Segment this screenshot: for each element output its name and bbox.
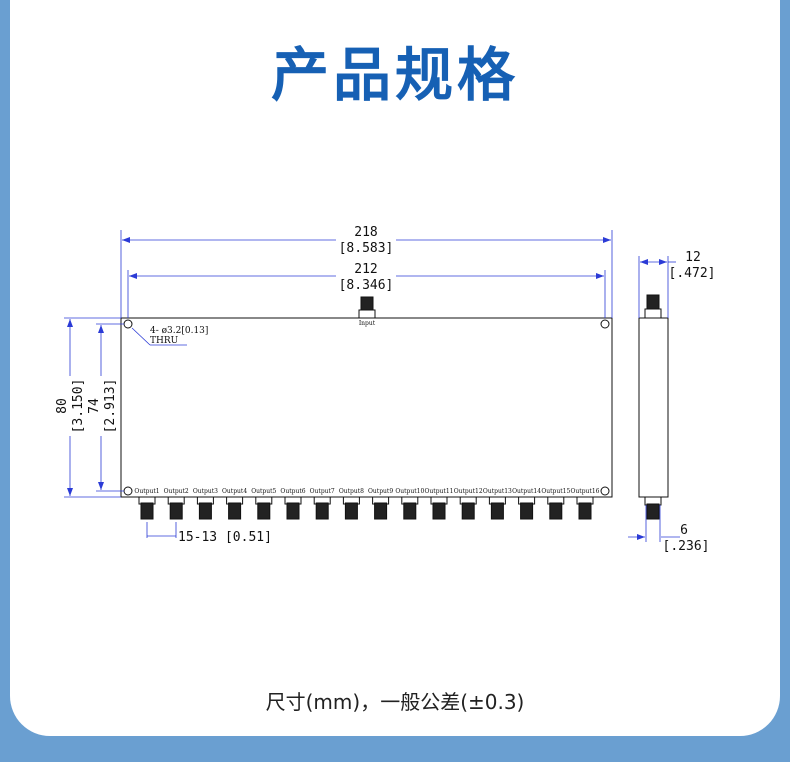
output-connector (372, 496, 390, 520)
output-connector (138, 496, 156, 520)
connector-depth-inch-label: [.236] (663, 539, 710, 554)
output-connector (459, 496, 477, 520)
output-connector (313, 496, 331, 520)
input-label: Input (359, 320, 376, 327)
depth-label: 12 (685, 250, 701, 265)
depth-inch-label: [.472] (669, 266, 716, 281)
output-label: Output6 (280, 488, 305, 495)
page-title: 产品规格 (270, 41, 519, 109)
input-connector (358, 296, 376, 319)
height-inch-label: [3.150] (71, 379, 86, 434)
hole-spacing-inch-label: [8.346] (339, 278, 394, 293)
connector-depth-label: 6 (680, 523, 688, 538)
height-label: 80 (55, 398, 70, 414)
output-label: Output2 (164, 488, 189, 495)
output-label: Output7 (310, 488, 335, 495)
hole-height-label: 74 (87, 398, 102, 414)
output-connector (547, 496, 565, 520)
hole-note-thru: THRU (150, 336, 179, 346)
output-connector (518, 496, 536, 520)
output-connector (284, 496, 302, 520)
overall-width-label: 218 (354, 225, 377, 240)
output-label: Output8 (339, 488, 364, 495)
output-connectors: Output1 Output2 Output3 Output4 Output5 Outpu… (134, 488, 600, 520)
output-label: Output9 (368, 488, 393, 495)
side-output-connector (644, 496, 662, 520)
overall-width-inch-label: [8.583] (339, 241, 394, 256)
output-connector (226, 496, 244, 520)
mounting-hole (600, 486, 610, 496)
tolerance-note: 尺寸(mm)，一般公差(±0.3) (265, 690, 525, 714)
mounting-hole (600, 319, 610, 329)
side-view-body (638, 317, 669, 498)
output-connector (167, 496, 185, 520)
hole-height-inch-label: [2.913] (103, 379, 118, 434)
output-connector (401, 496, 419, 520)
output-connector (576, 496, 594, 520)
output-label: Output13 (483, 488, 512, 495)
output-connector (488, 496, 506, 520)
output-label: Output1 (134, 488, 159, 495)
output-label: Output3 (193, 488, 218, 495)
output-connector (196, 496, 214, 520)
connector-pitch-label: 15-13 [0.51] (178, 530, 272, 545)
output-connector (342, 496, 360, 520)
output-label: Output15 (541, 488, 570, 495)
side-input-connector (644, 294, 662, 319)
output-connector (255, 496, 273, 520)
output-connector (430, 496, 448, 520)
output-label: Output4 (222, 488, 247, 495)
splitter-body (120, 317, 613, 498)
output-label: Output12 (454, 488, 483, 495)
output-label: Output5 (251, 488, 276, 495)
output-label: Output14 (512, 488, 541, 495)
hole-note: 4- ø3.2[0.13] (150, 326, 208, 336)
output-label: Output16 (571, 488, 600, 495)
hole-spacing-label: 212 (354, 262, 377, 277)
output-label: Output11 (425, 488, 454, 495)
output-label: Output10 (395, 488, 424, 495)
